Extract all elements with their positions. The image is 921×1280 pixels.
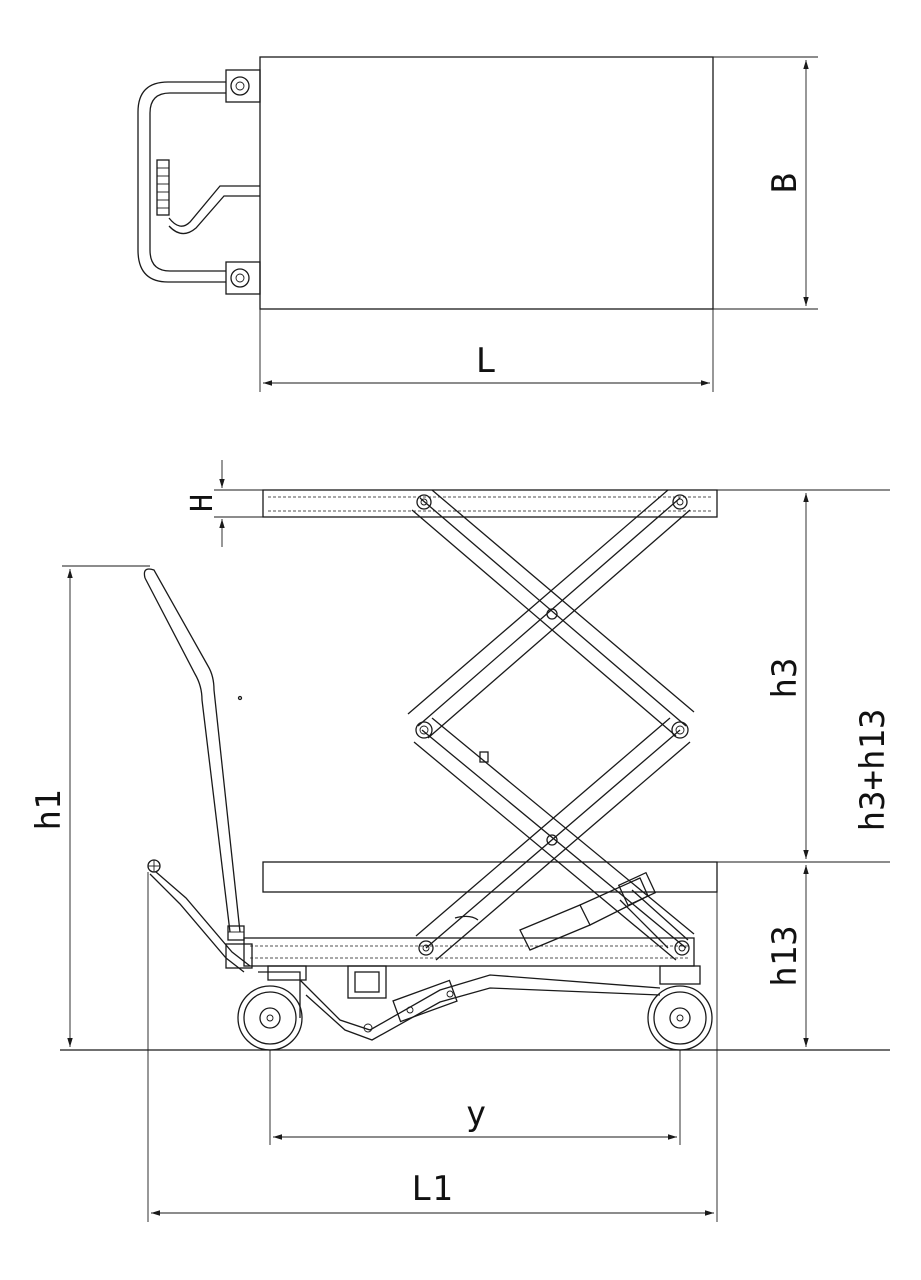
dimension-y-label: y xyxy=(466,1094,486,1134)
dimension-b-label: B xyxy=(765,173,805,193)
front-wheel xyxy=(647,965,713,1051)
top-view-platform xyxy=(259,56,714,310)
dimension-l-label: L xyxy=(476,341,496,381)
side-view-base-frame xyxy=(243,937,695,967)
dimension-l1-label: L1 xyxy=(412,1169,453,1209)
pump-assembly xyxy=(267,965,661,1041)
top-view-handle xyxy=(137,81,226,283)
foot-pedal xyxy=(147,859,253,973)
top-view-bracket-upper xyxy=(225,69,261,103)
dimension-h-label: H xyxy=(185,494,220,512)
top-view-bracket-lower xyxy=(225,261,261,295)
dimension-h3-label: h3 xyxy=(765,658,805,699)
top-view: B L xyxy=(137,56,818,392)
side-view-top-platform xyxy=(262,489,718,518)
scissor-pivots xyxy=(415,494,690,956)
hydraulic-cylinder xyxy=(454,871,689,951)
scissor-lower xyxy=(413,717,695,961)
dimension-h3-h13-label: h3+h13 xyxy=(853,709,893,832)
rear-wheel xyxy=(237,971,303,1051)
dimension-h1-label: h1 xyxy=(29,790,69,831)
dimension-h13-label: h13 xyxy=(765,925,805,986)
side-view: H h1 h3 h3+h13 h13 y L1 xyxy=(29,460,893,1222)
side-view-lowered-platform xyxy=(262,861,718,893)
scissor-upper xyxy=(407,489,695,739)
top-view-pedal-grip xyxy=(156,159,170,216)
side-view-handle xyxy=(143,568,245,941)
